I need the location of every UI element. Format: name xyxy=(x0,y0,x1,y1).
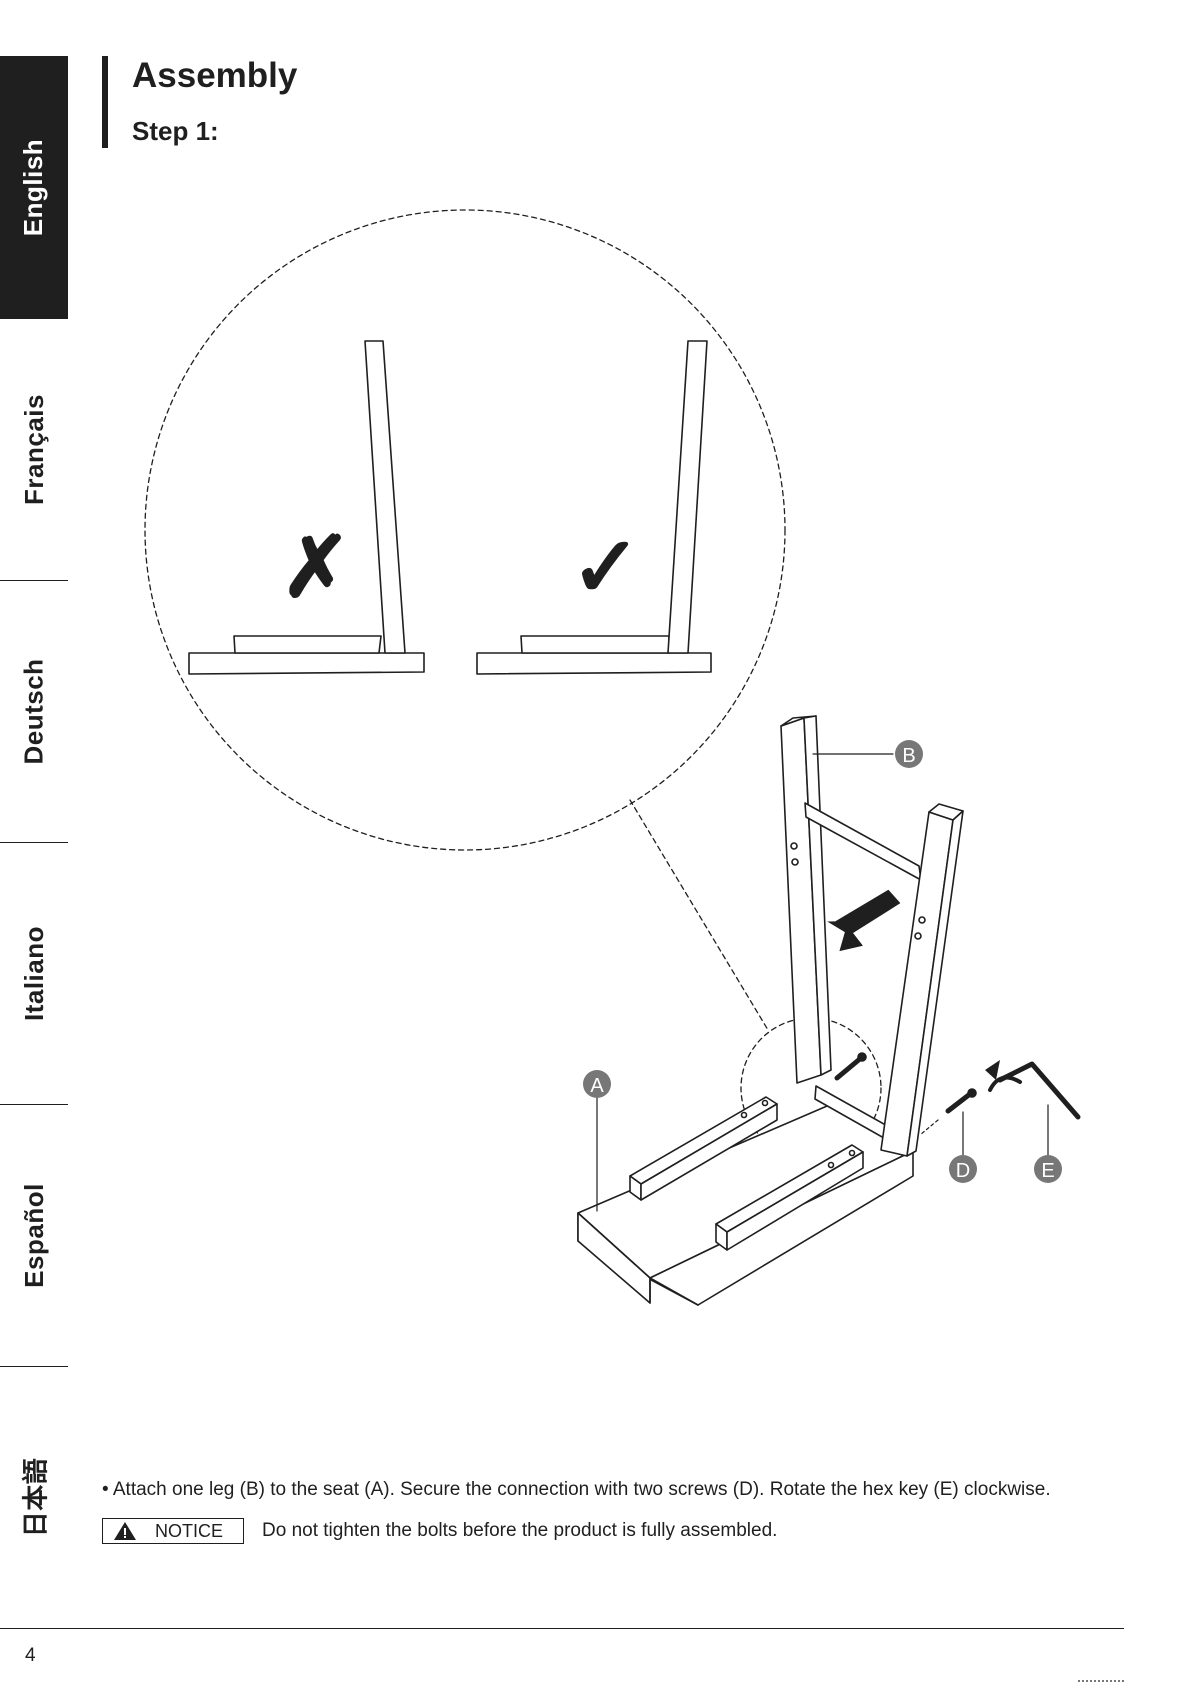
notice-label: NOTICE xyxy=(155,1521,223,1542)
callout-seat-a: A xyxy=(583,1070,611,1098)
notice-text: Do not tighten the bolts before the prod… xyxy=(262,1520,777,1542)
notice-badge: NOTICE xyxy=(102,1518,244,1544)
footer-divider xyxy=(0,1628,1124,1629)
tab-label: 日本語 xyxy=(16,1458,53,1538)
svg-text:B: B xyxy=(902,745,915,767)
svg-text:E: E xyxy=(1041,1160,1054,1182)
svg-text:D: D xyxy=(956,1160,970,1182)
warning-icon xyxy=(113,1521,137,1541)
correct-example xyxy=(477,341,711,674)
wrong-example xyxy=(189,341,424,674)
direction-arrow-icon xyxy=(824,888,906,952)
corner-mark xyxy=(1078,1680,1124,1682)
instruction-text: • Attach one leg (B) to the seat (A). Se… xyxy=(102,1479,1051,1501)
svg-text:A: A xyxy=(590,1075,604,1097)
detail-leader-line xyxy=(630,800,768,1030)
correct-mark-icon: ✓ xyxy=(571,520,641,614)
assembly-illustration: ✗ ✓ xyxy=(0,0,1192,1400)
tab-language-japanese[interactable]: 日本語 xyxy=(0,1366,68,1629)
wrong-mark-icon: ✗ xyxy=(281,520,351,614)
page-number: 4 xyxy=(25,1645,36,1667)
callout-screw-d: D xyxy=(949,1155,977,1183)
hex-key-icon xyxy=(985,1060,1078,1117)
callout-leg-b: B xyxy=(895,740,923,768)
callout-hex-key-e: E xyxy=(1034,1155,1062,1183)
